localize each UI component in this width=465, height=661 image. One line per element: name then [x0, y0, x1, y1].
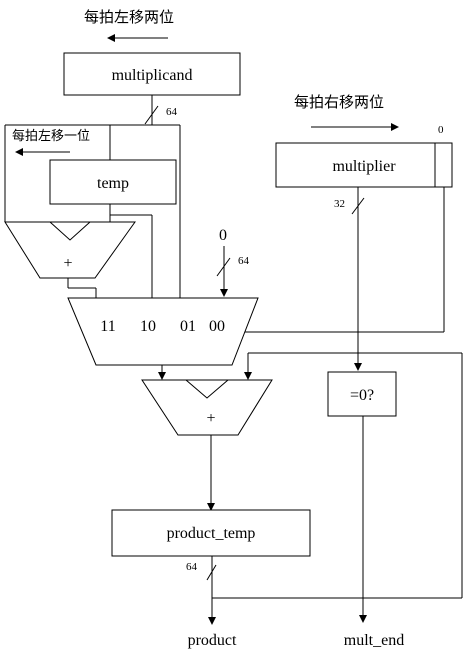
mux-input-10: 10 — [140, 318, 156, 335]
product-output-label: product — [188, 632, 237, 649]
mux-input-01: 01 — [180, 318, 196, 335]
small-adder-notch — [49, 221, 91, 241]
temp-label: temp — [97, 175, 129, 192]
const-zero-width: 64 — [238, 255, 250, 267]
main-adder — [141, 379, 273, 436]
small-adder — [4, 221, 136, 279]
multiplier-label: multiplier — [332, 158, 396, 175]
small-adder-sign: + — [63, 255, 72, 272]
multiplier-bus-width: 32 — [334, 198, 345, 210]
mux-input-00: 00 — [209, 318, 225, 335]
multiplier-bit0-label: 0 — [438, 124, 444, 136]
product-bus-width: 64 — [186, 561, 198, 573]
multiplier-register — [275, 142, 453, 188]
multiplier-bus-width-slash — [351, 197, 365, 215]
product-temp-register — [111, 509, 311, 557]
zero-check-block — [327, 371, 397, 417]
zero-check-label: =0? — [350, 387, 374, 404]
shift-left-one-annotation: 每拍左移一位 — [12, 128, 90, 144]
multiplicand-register — [63, 52, 241, 96]
mux-input-11: 11 — [100, 318, 115, 335]
main-adder-notch — [185, 379, 229, 399]
multiplicand-bus-width: 64 — [166, 106, 178, 118]
shift-left-two-annotation: 每拍左移两位 — [84, 8, 174, 26]
const-zero-width-slash — [216, 257, 231, 277]
mult-end-output-label: mult_end — [344, 632, 404, 649]
shift-right-two-annotation: 每拍右移两位 — [294, 93, 384, 111]
product-bus-width-slash — [206, 564, 217, 581]
mux-const-zero: 0 — [219, 227, 227, 244]
temp-register — [49, 159, 177, 205]
main-adder-sign: + — [206, 410, 215, 427]
multiplicand-bus-width-slash — [144, 105, 159, 125]
product-temp-label: product_temp — [167, 525, 256, 542]
multiplicand-label: multiplicand — [112, 67, 193, 84]
selection-mux — [67, 297, 259, 366]
